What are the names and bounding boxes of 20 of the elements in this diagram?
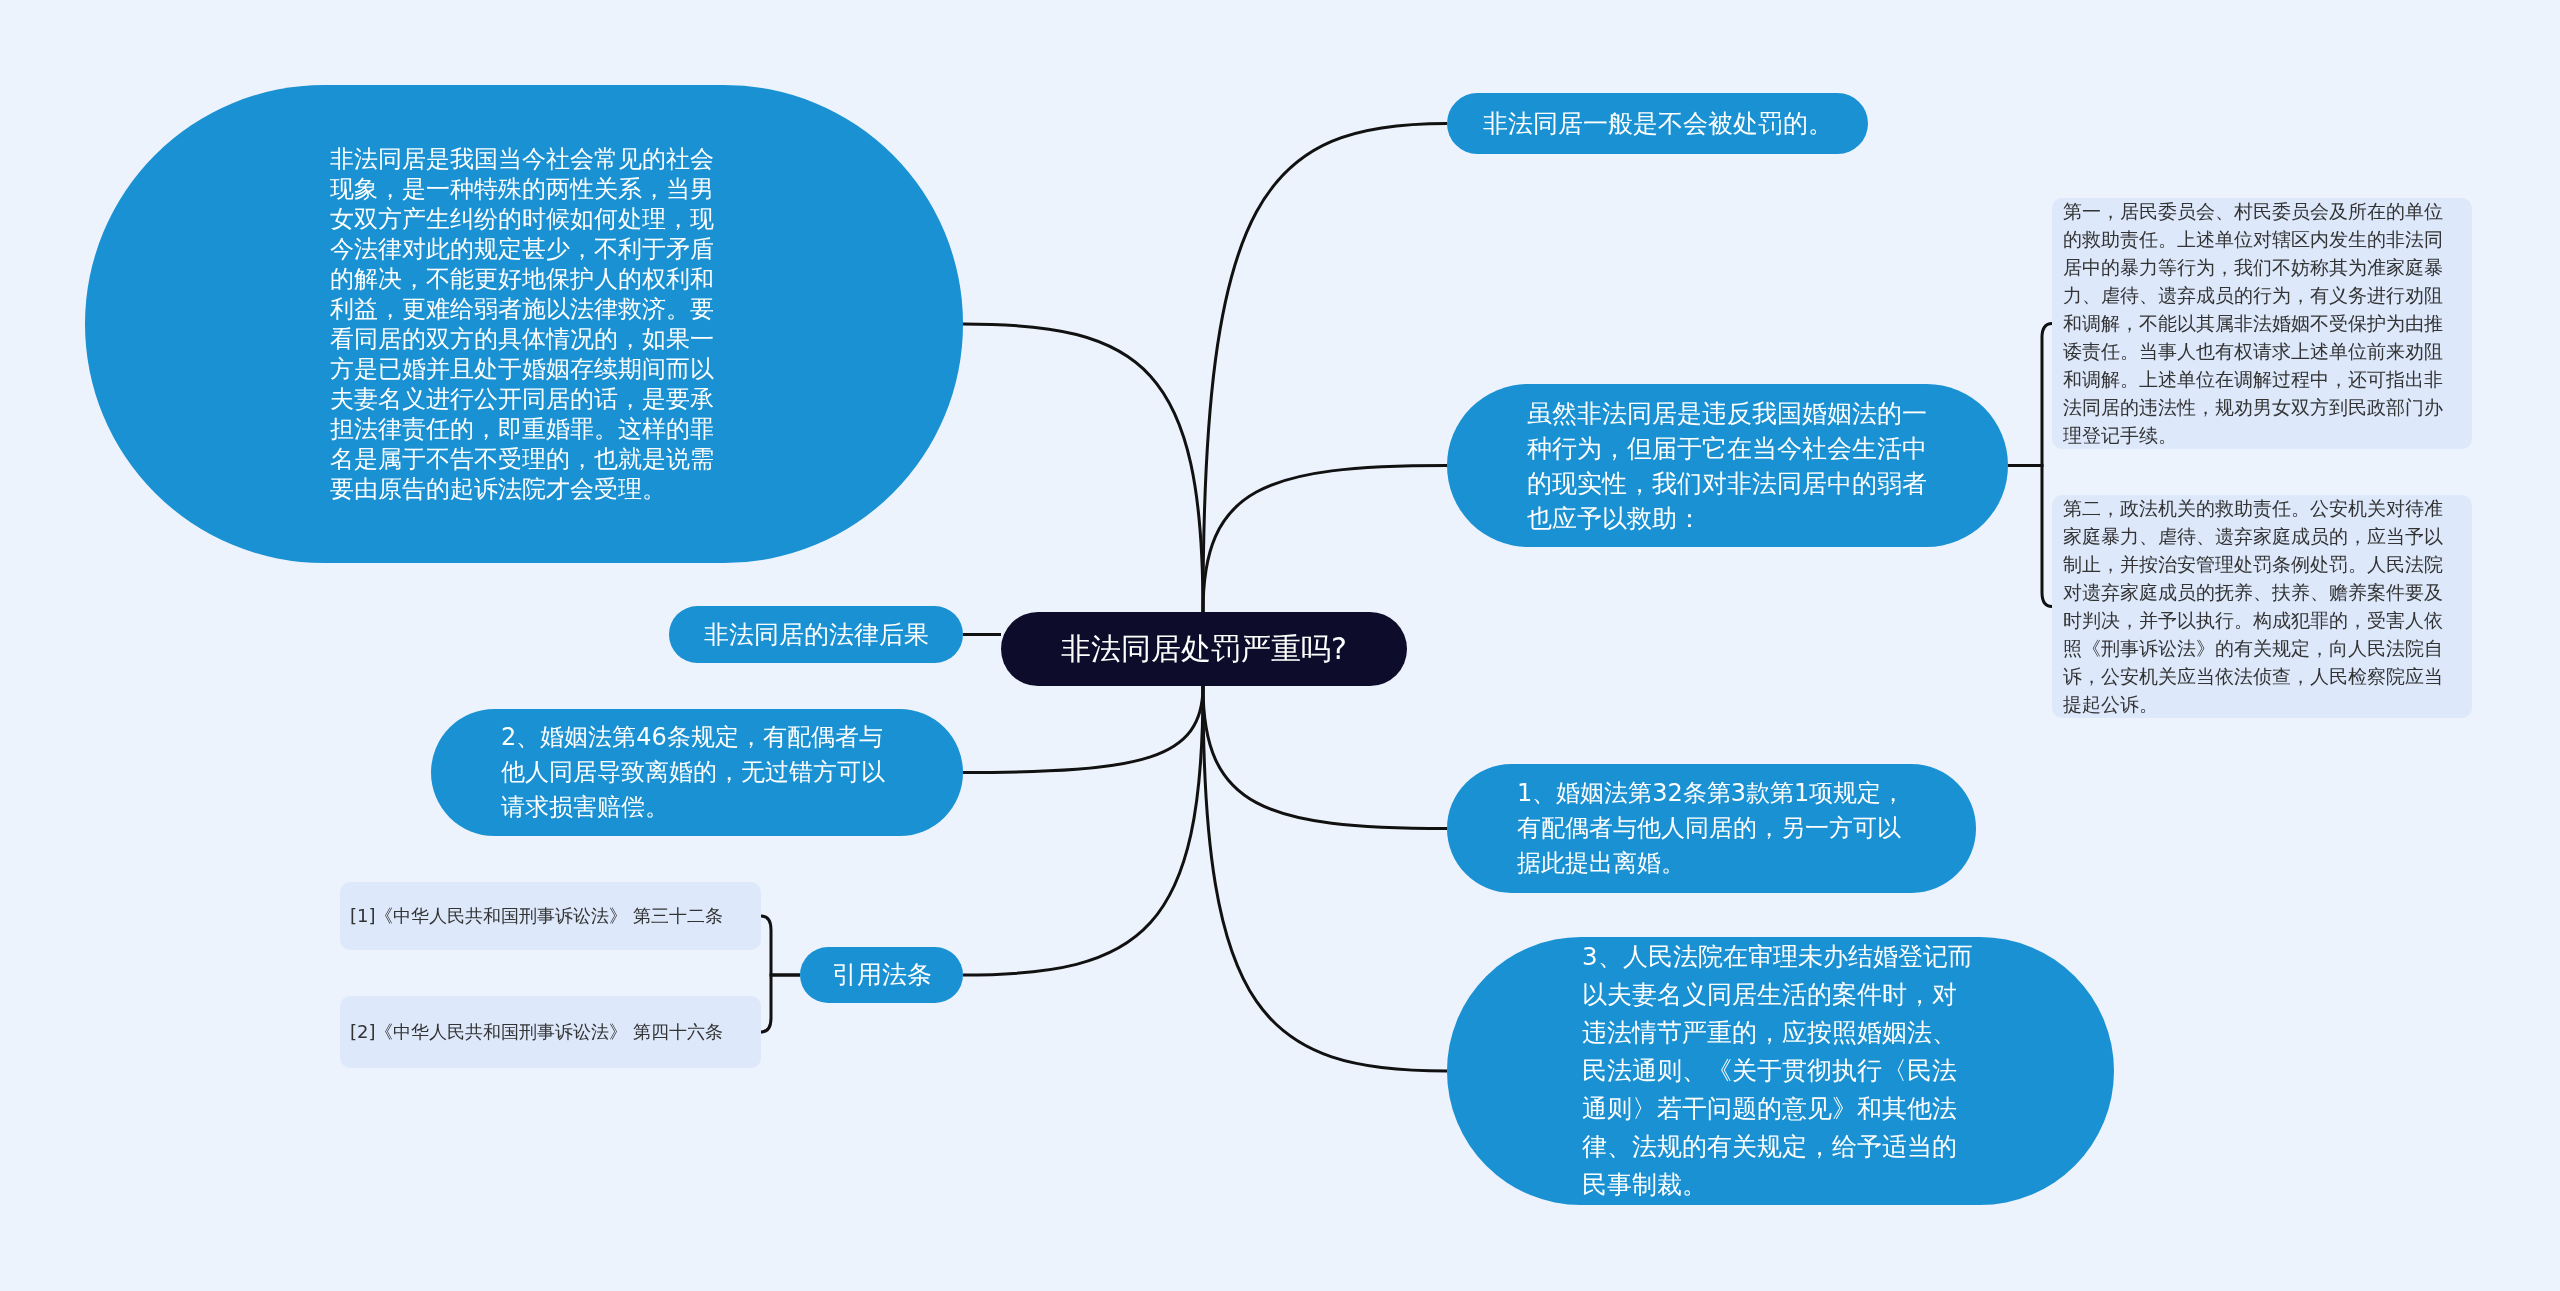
connector-line: [1201, 122, 1448, 613]
connector-line: [1201, 685, 1448, 1073]
topic-bubble: 非法同居一般是不会被处罚的。: [1447, 93, 1868, 154]
topic-bubble: 3、人民法院在审理未办结婚登记而以夫妻名义同居生活的案件时，对违法情节严重的，应按照婚姻法、民法通则、《关于贯彻执行〈民法通则〉若干问题的意见》和其他法律、法规的有关规定，给予适当的民事制裁。: [1447, 937, 2114, 1205]
bracket-connector: [760, 973, 800, 1034]
note-card: [2]《中华人民共和国刑事诉讼法》 第四十六条: [340, 996, 761, 1068]
connector-line: [1201, 464, 1447, 613]
note-card: 第二，政法机关的救助责任。公安机关对待准家庭暴力、虐待、遗弃家庭成员的，应当予以制止，并按治安管理处罚条例处罚。人民法院对遗弃家庭成员的抚养、扶养、赡养案件要及时判决，并予以执行。构成犯罪的，受害人依照《刑事诉讼法》的有关规定，向人民法院自诉，公安机关应当依法侦查，人民检察院应当提起公诉。: [2052, 495, 2472, 718]
note-card: [1]《中华人民共和国刑事诉讼法》 第三十二条: [340, 882, 761, 950]
topic-bubble: 引用法条: [800, 947, 963, 1003]
connector-line: [962, 685, 1205, 977]
central-topic: 非法同居处罚严重吗?: [1001, 612, 1407, 686]
note-card: 第一，居民委员会、村民委员会及所在的单位的救助责任。上述单位对辖区内发生的非法同居中的暴力等行为，我们不妨称其为准家庭暴力、虐待、遗弃成员的行为，有义务进行劝阻和调解，不能以其属非法婚姻不受保护为由推诿责任。当事人也有权请求上述单位前来劝阻和调解。上述单位在调解过程中，还可指出非法同居的违法性，规劝男女双方到民政部门办理登记手续。: [2052, 198, 2472, 449]
topic-bubble: 1、婚姻法第32条第3款第1项规定，有配偶者与他人同居的，另一方可以据此提出离婚。: [1447, 764, 1976, 893]
topic-bubble: 虽然非法同居是违反我国婚姻法的一种行为，但届于它在当今社会生活中的现实性，我们对非法同居中的弱者也应予以救助：: [1447, 384, 2008, 547]
bracket-connector: [2008, 464, 2053, 608]
topic-bubble: 非法同居的法律后果: [669, 606, 963, 663]
topic-bubble: 2、婚姻法第46条规定，有配偶者与他人同居导致离婚的，无过错方可以请求损害赔偿。: [431, 709, 963, 836]
connector-line: [963, 633, 1001, 636]
topic-bubble: 非法同居是我国当今社会常见的社会现象，是一种特殊的两性关系，当男女双方产生纠纷的时候如何处理，现今法律对此的规定甚少，不利于矛盾的解决，不能更好地保护人的权利和利益，更难给弱者施以法律救济。要看同居的双方的具体情况的，如果一方是已婚并且处于婚姻存续期间而以夫妻名义进行公开同居的话，是要承担法律责任的，即重婚罪。这样的罪名是属于不告不受理的，也就是说需要由原告的起诉法院才会受理。: [85, 85, 963, 563]
